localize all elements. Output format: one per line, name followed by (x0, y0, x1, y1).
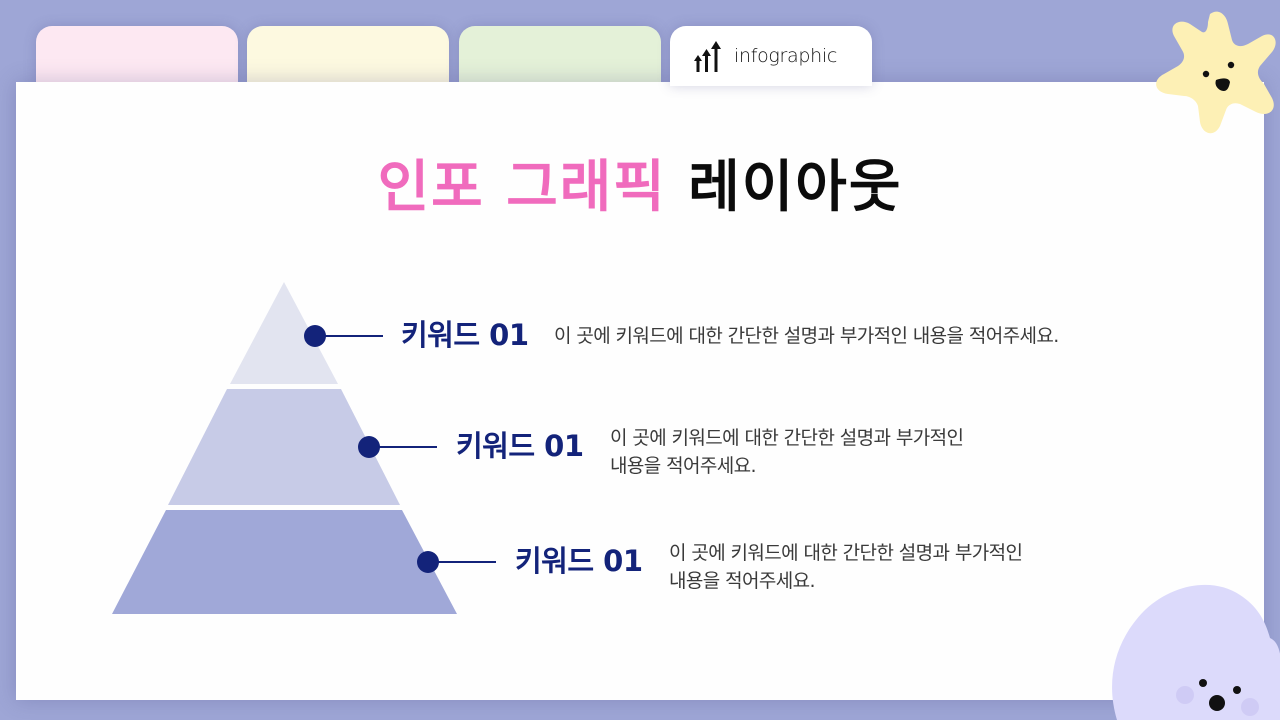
tab-infographic[interactable]: infographic (670, 26, 872, 86)
connector-line-2 (369, 446, 437, 448)
pyramid-level-2 (168, 389, 400, 505)
description-1: 이 곳에 키워드에 대한 간단한 설명과 부가적인 내용을 적어주세요. (554, 322, 1059, 350)
page-title: 인포 그래픽 레이아웃 (16, 160, 1264, 216)
rising-arrows-icon (694, 41, 721, 72)
title-highlight: 인포 그래픽 (377, 155, 667, 220)
title-rest: 레이아웃 (666, 155, 903, 220)
smiling-star-icon (1156, 11, 1276, 134)
slide-card: 인포 그래픽 레이아웃 키워드 01 이 곳에 키워드에 대한 간단한 설명과 … (16, 82, 1264, 700)
connector-line-3 (428, 561, 496, 563)
pyramid-diagram (112, 282, 457, 614)
tab-pink[interactable] (36, 26, 238, 86)
pyramid-level-3 (112, 510, 457, 614)
tab-yellow[interactable] (247, 26, 449, 86)
keyword-2: 키워드 01 (456, 429, 584, 463)
tab-label: infographic (734, 45, 838, 67)
description-3-line-2: 내용을 적어주세요. (669, 570, 816, 592)
description-1-line-1: 이 곳에 키워드에 대한 간단한 설명과 부가적인 내용을 적어주세요. (554, 325, 1059, 347)
description-3-line-1: 이 곳에 키워드에 대한 간단한 설명과 부가적인 (669, 542, 1023, 564)
keyword-3: 키워드 01 (515, 544, 643, 578)
description-2-line-2: 내용을 적어주세요. (610, 455, 757, 477)
keyword-1: 키워드 01 (401, 318, 529, 352)
tab-green[interactable] (459, 26, 661, 86)
description-2: 이 곳에 키워드에 대한 간단한 설명과 부가적인 내용을 적어주세요. (610, 424, 964, 480)
description-3: 이 곳에 키워드에 대한 간단한 설명과 부가적인 내용을 적어주세요. (669, 539, 1023, 595)
smiling-cloud-icon (1112, 584, 1280, 720)
description-2-line-1: 이 곳에 키워드에 대한 간단한 설명과 부가적인 (610, 427, 964, 449)
pyramid-level-1 (230, 282, 338, 384)
connector-line-1 (315, 335, 383, 337)
